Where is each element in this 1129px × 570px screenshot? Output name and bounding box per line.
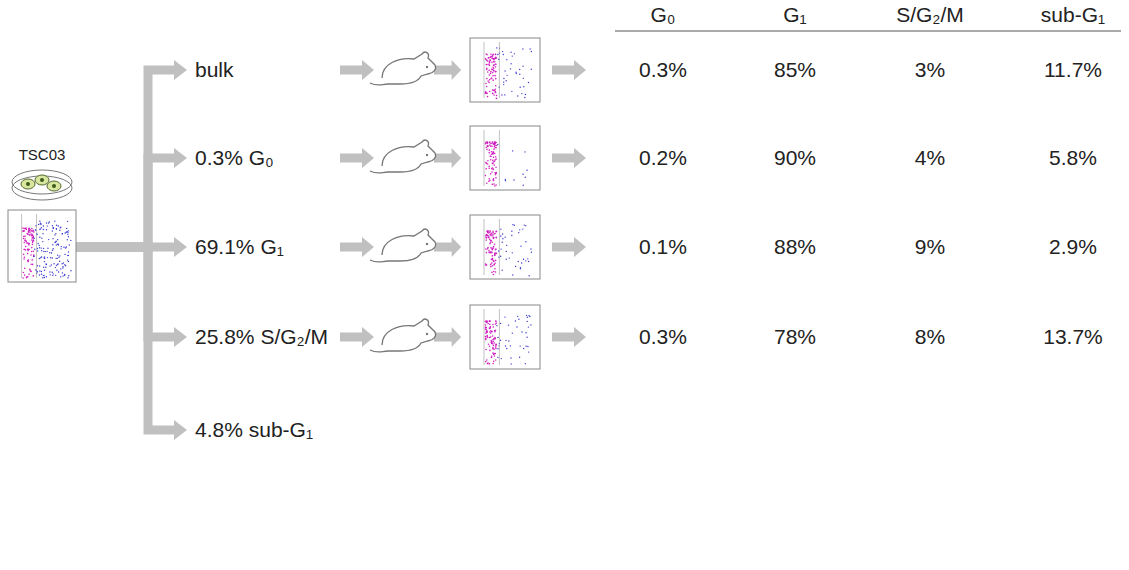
table-cell: 11.7% [1044,58,1102,82]
branch-arrow [74,247,187,347]
sample-name: TSC03 [4,142,80,163]
flow-plot [470,38,540,369]
fraction-label: 69.1% G₁ [195,235,284,259]
table-cell: 8% [915,325,945,349]
dish-and-plot [4,142,80,288]
table-cell: 0.3% [639,58,687,82]
table-cell: 3% [915,58,945,82]
table-cell: 9% [915,235,945,259]
fraction-label: bulk [195,58,234,82]
sample-group: TSC03 [4,142,80,288]
row-arrows [340,60,586,347]
fraction-name: 4.8% sub-G₁ [195,418,313,442]
fraction-name: 25.8% S/G₂/M [195,325,328,349]
table-cell: 5.8% [1049,146,1097,170]
table-cell: 2.9% [1049,235,1097,259]
table-cell: 4% [915,146,945,170]
fraction-name: 69.1% G₁ [195,235,284,259]
fraction-name: bulk [195,58,234,82]
branch-arrow [74,247,187,440]
table-cell: 85% [774,58,816,82]
column-header: G₁ [783,3,806,27]
column-header: sub-G₁ [1041,3,1105,27]
table-cell: 88% [774,235,816,259]
fraction-name: 0.3% G₀ [195,146,274,170]
table-cell: 0.3% [639,325,687,349]
table-cell: 0.2% [639,146,687,170]
table-cell: 78% [774,325,816,349]
branch-arrow [74,60,187,247]
fraction-label: 4.8% sub-G₁ [195,418,313,442]
table-cell: 90% [774,146,816,170]
table-cell: 0.1% [639,235,687,259]
table-rule [615,30,1121,31]
fraction-label: 25.8% S/G₂/M [195,325,328,349]
fraction-label: 0.3% G₀ [195,146,274,170]
mouse-icon [370,52,436,352]
column-header: S/G₂/M [896,3,964,27]
column-header: G₀ [650,3,675,27]
table-cell: 13.7% [1043,325,1103,349]
branch-arrow [74,148,187,247]
